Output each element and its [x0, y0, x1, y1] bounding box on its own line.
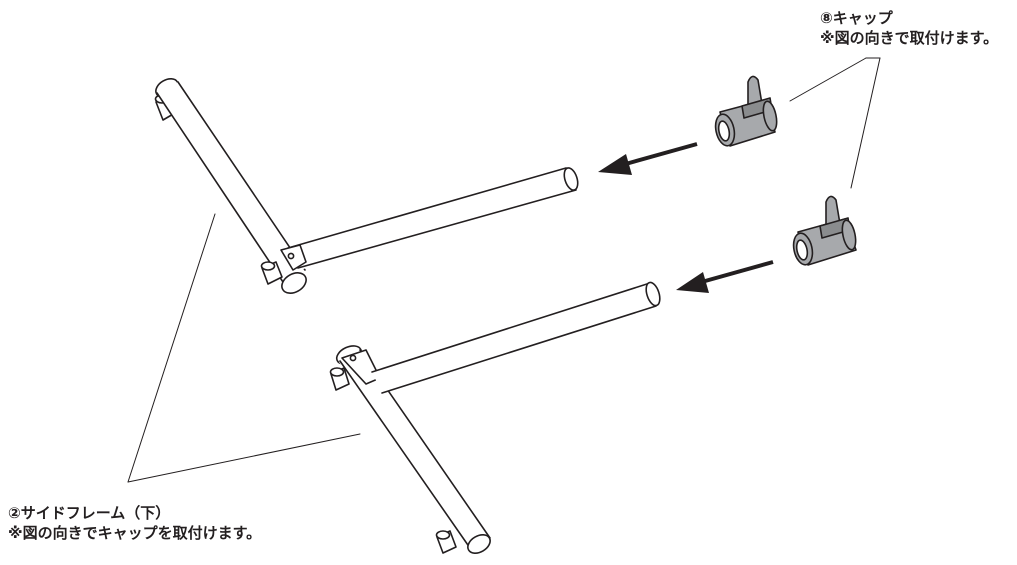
cap-callout-title: ⑧キャップ: [820, 9, 893, 27]
side-frame-callout-title: ②サイドフレーム（下）: [8, 504, 171, 522]
frame-leader-lines: [127, 213, 361, 483]
lower-frame-bottom-peg: [435, 530, 457, 554]
upper-frame-vertical-tube: [156, 81, 306, 283]
lower-cap: [792, 195, 857, 266]
upper-side-frame: [154, 78, 579, 294]
upper-frame-horizontal-tube: [287, 167, 579, 270]
upper-cap: [714, 75, 778, 147]
insert-arrow-lower: [676, 260, 774, 293]
cap-callout-note: ※図の向きで取付けます。: [820, 29, 999, 47]
cap-callout: ⑧キャップ ※図の向きで取付けます。: [820, 8, 998, 48]
insert-arrow-upper: [598, 142, 698, 175]
side-frame-callout-note: ※図の向きでキャップを取付けます。: [8, 524, 262, 542]
side-frame-callout: ②サイドフレーム（下） ※図の向きでキャップを取付けます。: [8, 503, 261, 543]
cap-leader-lines: [789, 57, 881, 189]
lower-frame-horizontal-tube: [371, 281, 661, 394]
upper-frame-bottom-peg: [260, 261, 283, 285]
lower-frame-top-peg: [329, 367, 350, 391]
lower-side-frame: [329, 281, 661, 554]
